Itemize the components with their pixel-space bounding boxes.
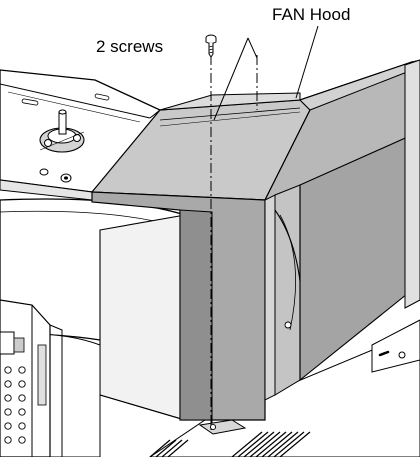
fan-hood xyxy=(90,59,420,435)
screw-icon xyxy=(205,34,217,58)
leader-lines xyxy=(210,25,319,430)
screws-label: 2 screws xyxy=(96,37,163,56)
thermal-switch xyxy=(39,109,85,153)
control-board xyxy=(0,299,63,457)
plate-holes xyxy=(39,168,72,183)
fan-hood-label: FAN Hood xyxy=(272,5,350,24)
